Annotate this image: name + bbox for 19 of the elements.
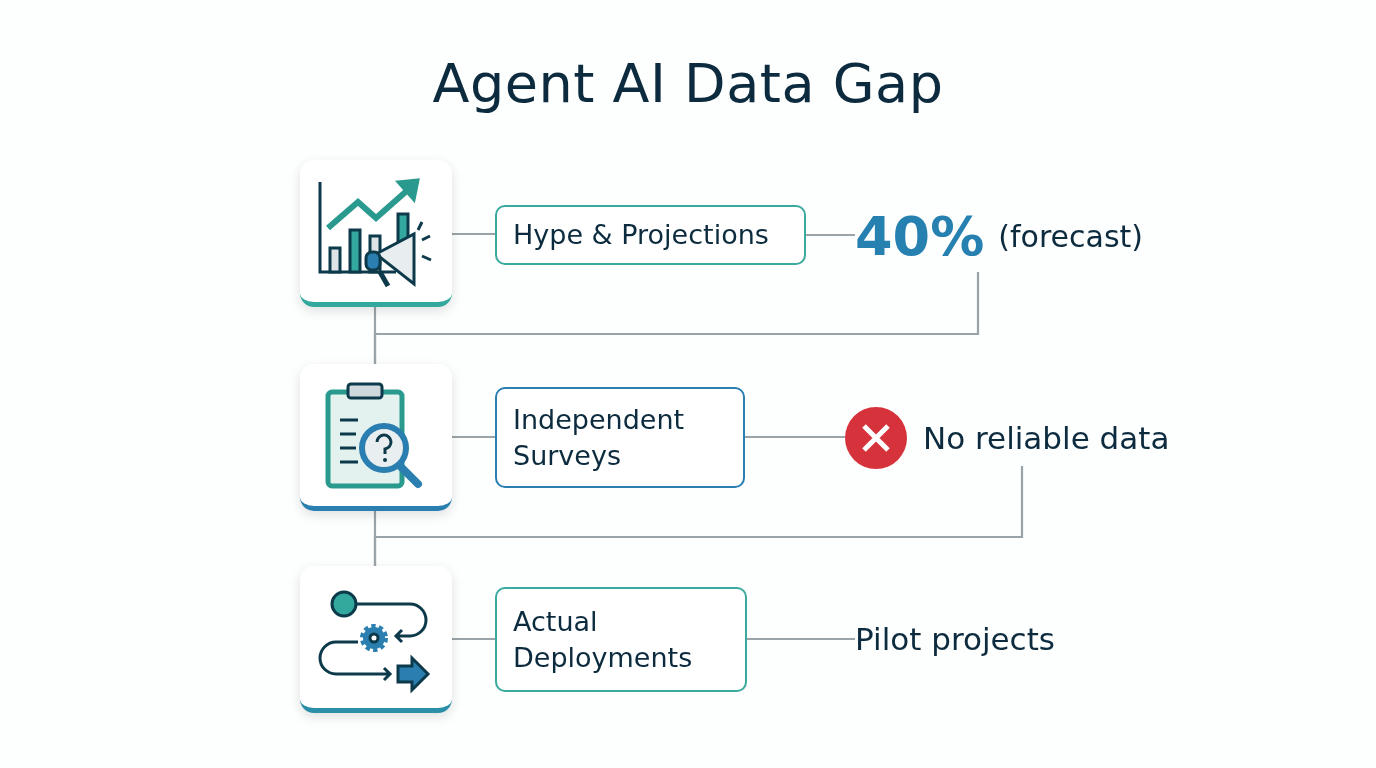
forecast-value: 40% — [855, 204, 985, 268]
icon-card — [300, 160, 452, 307]
icon-card — [300, 566, 452, 713]
result-text: Pilot projects — [855, 621, 1055, 657]
category-label: Hype & Projections — [495, 205, 806, 265]
connector-line — [806, 233, 855, 237]
connector-line — [452, 637, 495, 641]
title: Agent AI Data Gap — [431, 52, 945, 115]
forecast-note: (forecast) — [998, 218, 1143, 254]
connector-line — [452, 435, 495, 439]
category-label: Independent Surveys — [495, 387, 745, 488]
connector-line — [747, 637, 855, 641]
result-text: No reliable data — [923, 420, 1170, 456]
icon-card — [300, 364, 452, 511]
connector-line — [745, 435, 845, 439]
connector-line — [373, 466, 1024, 566]
category-label: Actual Deployments — [495, 587, 747, 692]
connector-line — [373, 272, 980, 364]
connector-line — [452, 232, 495, 236]
